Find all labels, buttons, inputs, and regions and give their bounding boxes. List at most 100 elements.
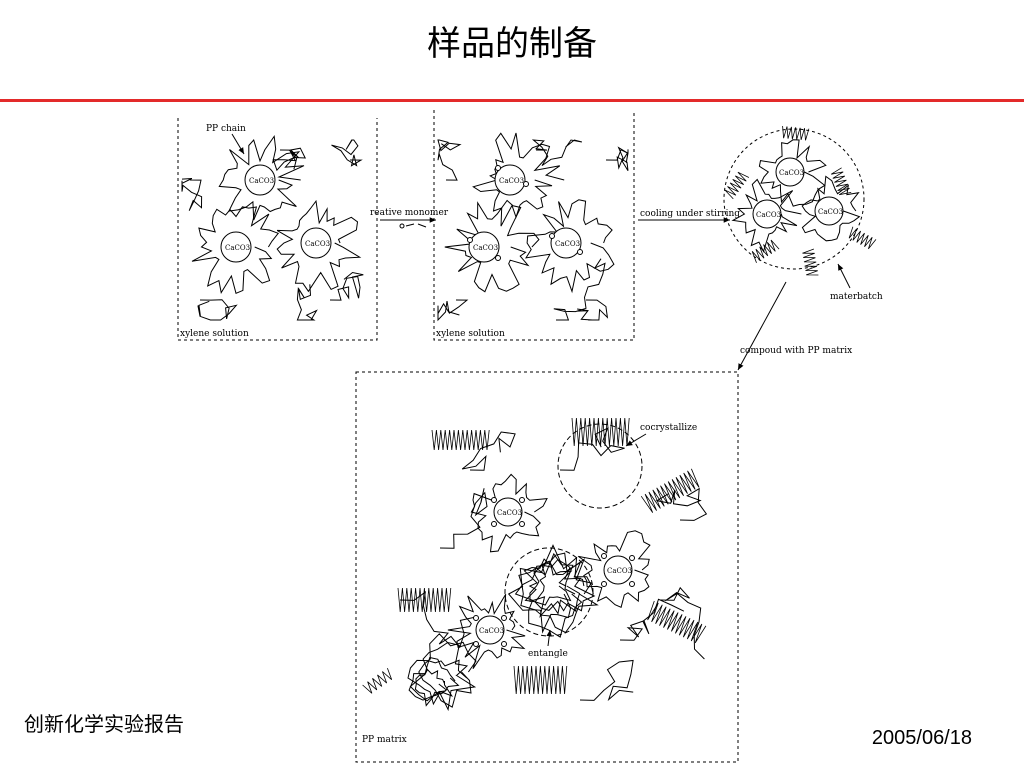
panel-1-dashed-frame	[177, 118, 378, 341]
caco3-particle	[603, 555, 633, 585]
pp-chain	[181, 178, 203, 211]
pp-chain-label: PP chain	[206, 124, 246, 134]
panel-3-materbatch: CaCO3 CaCO3 CaCO3 materbatch	[723, 125, 883, 302]
crystal-lamella	[397, 587, 452, 613]
pp-chain	[514, 558, 593, 638]
panel-1-xylene-solution: CaCO3 CaCO3 CaCO3 PP chain xylene soluti…	[177, 118, 378, 341]
caco3-particle	[550, 227, 582, 259]
particle-label: CaCO3	[479, 627, 504, 635]
crystal-lamella	[431, 429, 490, 451]
particle-label: CaCO3	[225, 244, 250, 252]
caco3-particle	[475, 615, 505, 645]
cooling-under-stirring-label: cooling under stirring	[640, 209, 740, 219]
crystal-lamellae-group	[362, 417, 707, 695]
particle-label: CaCO3	[499, 177, 524, 185]
pp-chain	[758, 139, 827, 207]
pp-chain	[579, 659, 634, 702]
pp-chain	[409, 641, 477, 712]
pp-chain	[296, 284, 318, 321]
pp-chain	[507, 552, 576, 634]
pp-chains-group	[437, 132, 629, 322]
materbatch-label: materbatch	[830, 292, 883, 302]
caco3-particle	[494, 164, 526, 196]
title-divider	[0, 99, 1024, 102]
entangle-region	[504, 547, 594, 637]
crystal-lamella	[802, 248, 819, 276]
pp-chain-pointer	[231, 133, 245, 155]
pp-chain	[331, 139, 363, 167]
particle-label: CaCO3	[756, 211, 781, 219]
crystal-lamella	[751, 239, 780, 263]
pp-chain	[418, 633, 477, 708]
caco3-particle	[814, 196, 844, 226]
pp-chain	[461, 431, 516, 471]
pp-chain	[437, 299, 469, 322]
pp-chain	[329, 271, 364, 301]
particle-label: CaCO3	[555, 240, 580, 248]
entangle-label: entangle	[528, 649, 568, 659]
arrow-panel1-to-panel2: reative monomer	[370, 208, 449, 229]
particle-label: CaCO3	[607, 567, 632, 575]
crystal-lamella	[782, 125, 810, 141]
panel-4-pp-matrix: CaCO3 CaCO3 CaCO3 cocrystallize entangle…	[355, 371, 739, 763]
crystal-lamella	[640, 468, 700, 513]
pp-chain	[414, 668, 448, 707]
pp-chain	[553, 258, 606, 321]
particle-label: CaCO3	[305, 240, 330, 248]
pp-chain	[525, 199, 615, 294]
slide-title: 样品的制备	[427, 24, 597, 64]
grafted-monomer-dots	[473, 497, 635, 647]
footer-report-title: 创新化学实验报告	[24, 712, 184, 736]
pp-chain	[801, 175, 861, 242]
panel-4-dashed-frame	[355, 371, 739, 763]
reactive-monomer-label: reative monomer	[370, 208, 449, 218]
pp-chains-group	[181, 135, 364, 321]
crystal-lamella	[724, 171, 750, 200]
pp-chain	[407, 659, 468, 706]
panel-1-solution-label: xylene solution	[180, 329, 249, 339]
caco3-particle	[220, 231, 252, 263]
panel-2-solution-label: xylene solution	[436, 329, 505, 339]
materbatch-dashed-circle	[723, 128, 865, 270]
particle-label: CaCO3	[249, 177, 274, 185]
caco3-particle	[752, 199, 782, 229]
particle-label: CaCO3	[818, 208, 843, 216]
pp-chain	[578, 530, 651, 608]
pp-chain	[470, 473, 548, 553]
arrow-panel3-to-panel4: compoud with PP matrix	[737, 281, 852, 371]
crystal-lamella	[571, 417, 630, 447]
particle-label: CaCO3	[473, 244, 498, 252]
panel-2-xylene-solution: CaCO3 CaCO3 CaCO3 xylene solution	[433, 110, 635, 341]
particle-label: CaCO3	[497, 509, 522, 517]
pp-chain	[437, 139, 462, 181]
pp-chain	[444, 199, 540, 293]
crystal-lamella	[848, 226, 877, 250]
cocrystallize-region	[557, 423, 643, 509]
footer-date: 2005/06/18	[871, 727, 972, 749]
pp-chain	[399, 590, 475, 649]
pp-chain	[531, 139, 583, 167]
particle-label: CaCO3	[779, 169, 804, 177]
pp-chains-group	[731, 139, 861, 253]
pp-chains-group	[399, 427, 708, 712]
crystal-lamellae-group	[724, 125, 877, 276]
pp-chain	[197, 299, 238, 321]
pp-matrix-label: PP matrix	[362, 735, 407, 745]
compound-with-pp-matrix-label: compoud with PP matrix	[740, 346, 852, 356]
pp-chain	[191, 206, 280, 294]
cocrystallize-label: cocrystallize	[640, 423, 697, 433]
crystal-lamella	[362, 667, 393, 694]
arrow-panel2-to-panel3: cooling under stirring	[638, 209, 740, 223]
caco3-particle	[775, 157, 805, 187]
crystal-lamella	[513, 665, 568, 695]
caco3-particle	[493, 497, 523, 527]
pp-chain	[272, 147, 307, 172]
cocrystallize-pointer	[625, 433, 647, 447]
materbatch-pointer	[837, 263, 851, 289]
crystal-lamella	[647, 600, 707, 644]
pp-chain	[439, 488, 488, 549]
caco3-particle	[468, 231, 500, 263]
pp-chain	[523, 558, 573, 606]
pp-chain	[659, 586, 705, 660]
